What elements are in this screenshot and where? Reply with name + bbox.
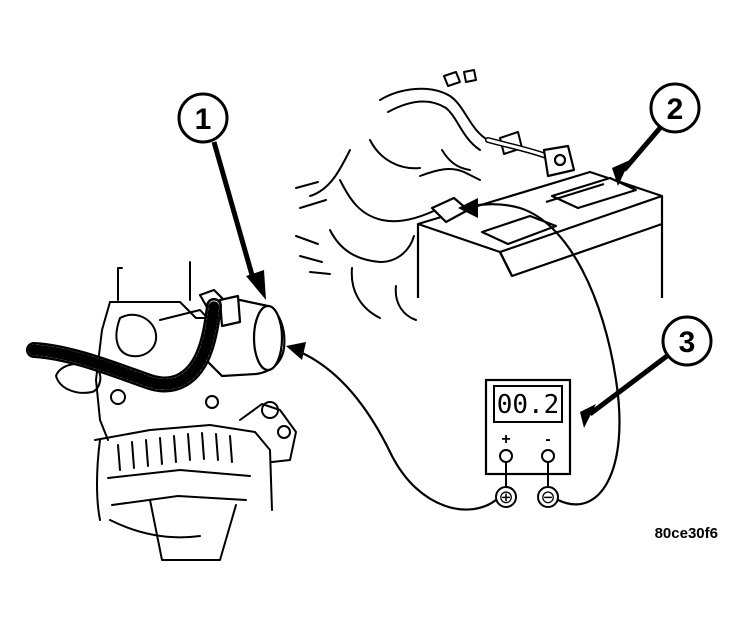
callout-1-number: 1 bbox=[195, 103, 212, 136]
voltmeter-display bbox=[493, 385, 563, 423]
callout-3: 3 bbox=[580, 315, 713, 428]
minus-lead-plug: ⊖ bbox=[537, 486, 559, 508]
wiring-harness-drawing bbox=[295, 69, 549, 321]
callout-3-number: 3 bbox=[679, 326, 696, 359]
figure-reference: 80ce30f6 bbox=[655, 525, 718, 542]
meter-plus-jack bbox=[499, 449, 513, 463]
callout-1: 1 bbox=[177, 92, 266, 300]
battery-drawing bbox=[416, 144, 664, 298]
minus-test-lead bbox=[460, 203, 621, 506]
meter-reading: 00.2 bbox=[497, 390, 560, 420]
meter-plus-label: + bbox=[501, 431, 510, 448]
plus-test-lead bbox=[298, 350, 498, 511]
plus-lead-plug: ⊕ bbox=[495, 486, 517, 508]
meter-minus-label: - bbox=[545, 431, 550, 448]
starter-lead-arrowhead bbox=[286, 342, 306, 360]
starter-motor-drawing bbox=[198, 288, 286, 378]
battery-lead-arrowhead bbox=[458, 198, 478, 218]
meter-minus-jack bbox=[541, 449, 555, 463]
minus-lead-symbol: ⊖ bbox=[540, 487, 555, 507]
callout-2: 2 bbox=[612, 82, 701, 186]
callout-2-number: 2 bbox=[667, 93, 684, 126]
test-leads bbox=[298, 203, 621, 511]
plus-lead-symbol: ⊕ bbox=[498, 487, 513, 507]
harness-conduit-drawing bbox=[26, 298, 222, 393]
voltmeter: 00.2 + - bbox=[484, 378, 572, 486]
engine-block-drawing bbox=[55, 261, 297, 561]
